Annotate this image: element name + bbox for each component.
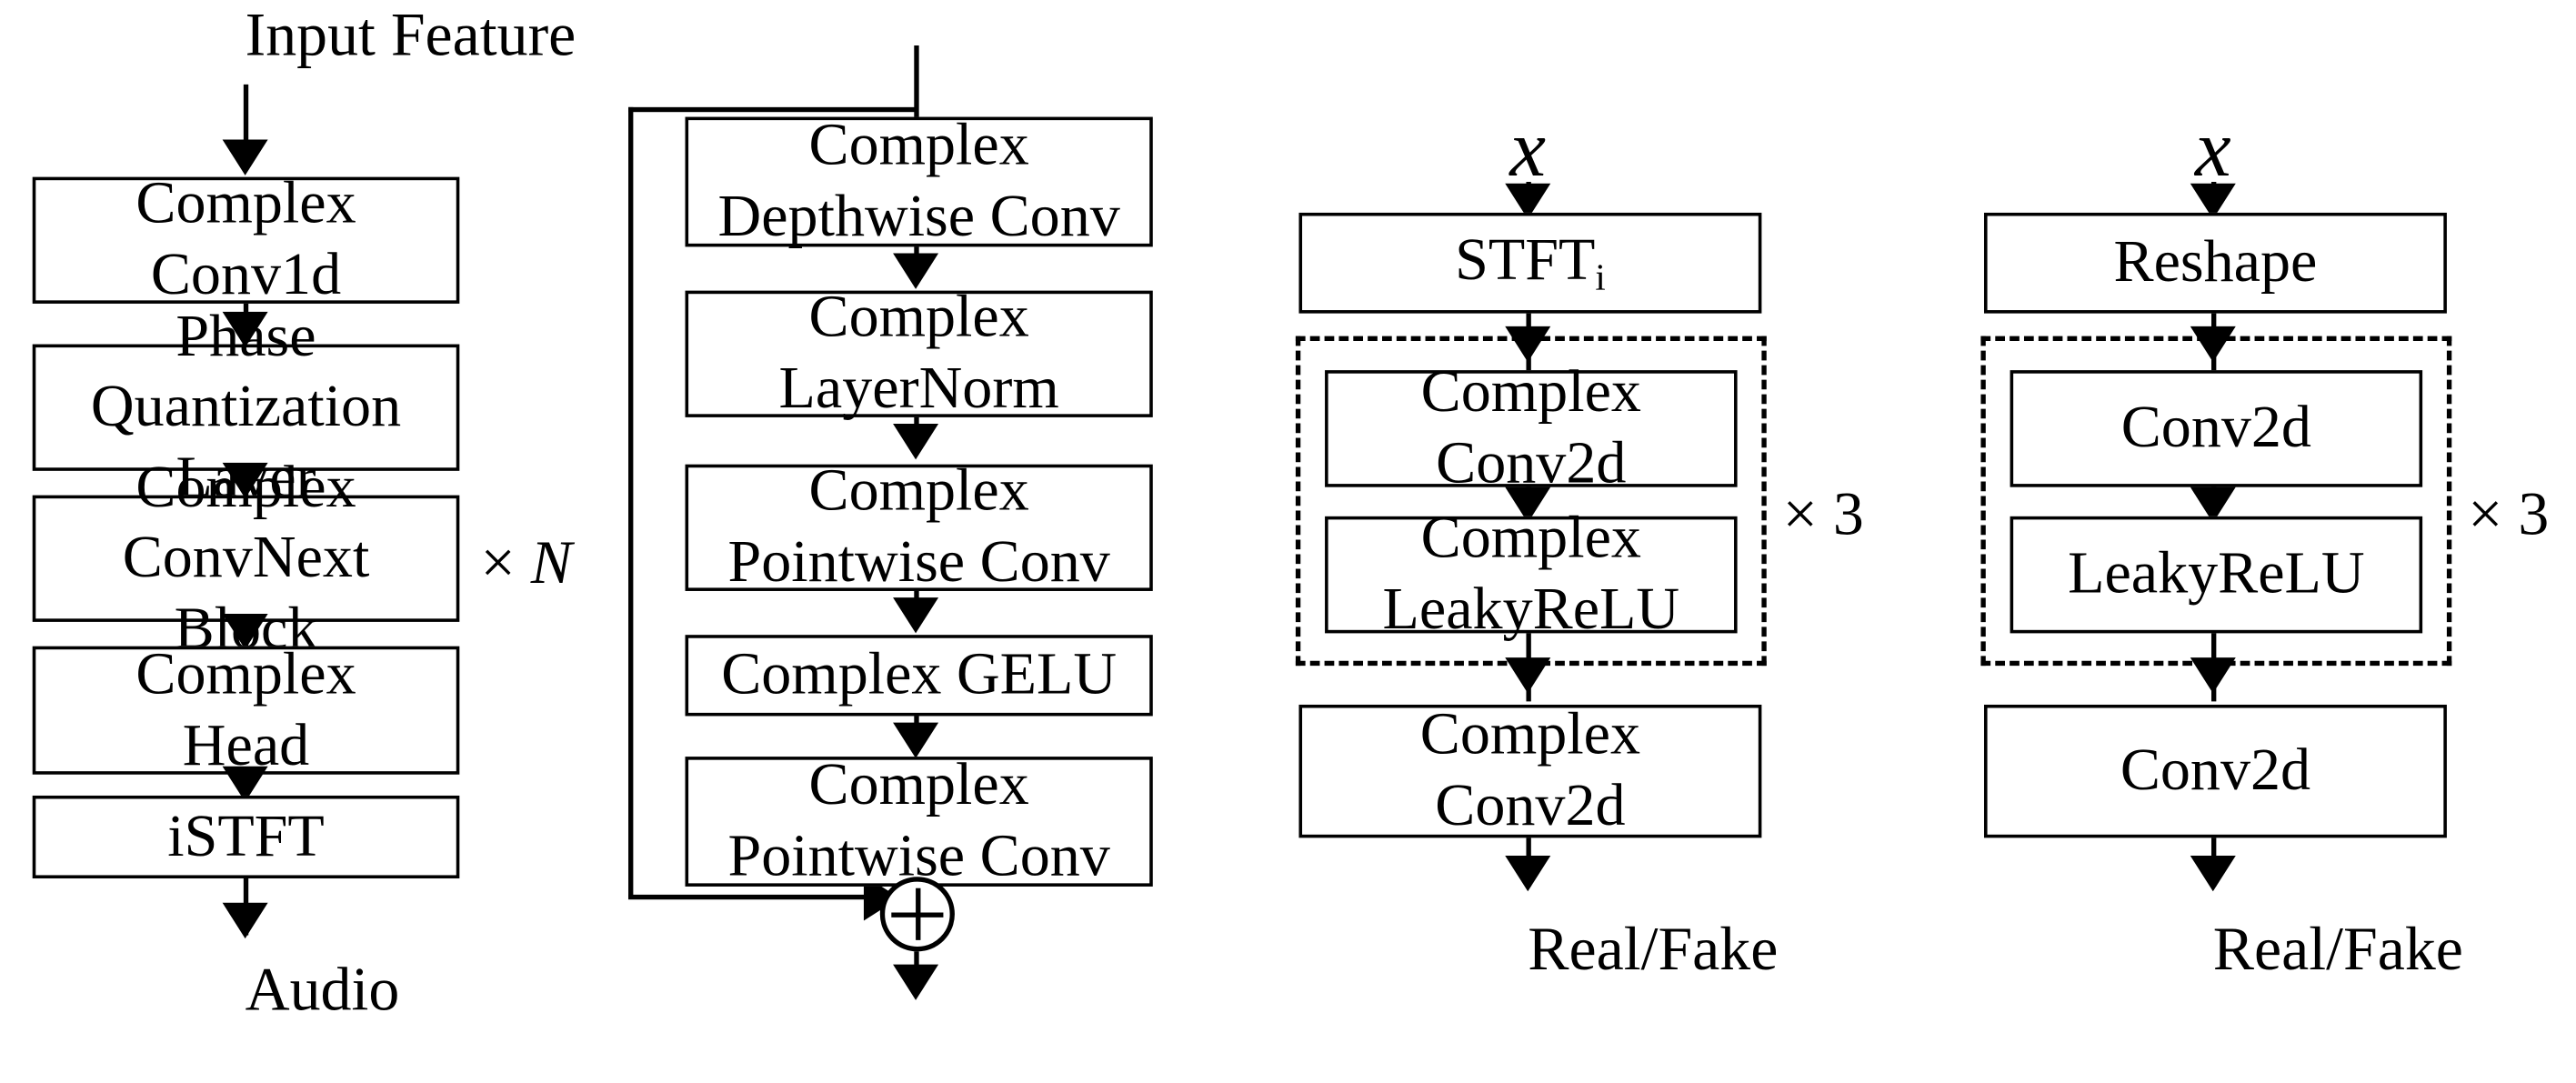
residual-bottom xyxy=(628,894,872,900)
block-line1: Conv2d xyxy=(2120,395,2311,462)
block-line1: Complex xyxy=(1420,359,1641,426)
block-stft[interactable]: STFTi xyxy=(1298,212,1762,314)
block-line1: Complex xyxy=(808,752,1029,819)
arrow-shaft xyxy=(243,84,249,146)
block-line1: Complex xyxy=(808,458,1029,526)
block-line1: STFT xyxy=(1455,227,1596,295)
block-leakyrelu-repeat[interactable]: LeakyReLU xyxy=(2010,516,2423,634)
cmrd-input-label: x xyxy=(1509,102,1547,194)
block-line1: Complex xyxy=(808,112,1029,180)
block-line1: Complex xyxy=(135,641,356,708)
block-line2: Conv2d xyxy=(1435,772,1626,840)
block-line1: Complex xyxy=(1420,505,1641,573)
arrow-head xyxy=(2190,856,2236,892)
arrow-head xyxy=(893,424,939,460)
arrow-head xyxy=(222,613,268,650)
repeat-label-n: × N xyxy=(481,527,573,599)
block-line2: Pointwise Conv xyxy=(727,529,1110,597)
block-line1: iSTFT xyxy=(167,803,325,870)
block-line1: LeakyReLU xyxy=(2068,540,2365,608)
arrow-head xyxy=(1505,856,1551,892)
residual-add-icon xyxy=(879,877,955,952)
block-line1: Conv2d xyxy=(2120,737,2311,805)
block-line1: Complex xyxy=(135,454,356,521)
arrow-head xyxy=(1505,657,1551,694)
block-line1: Complex GELU xyxy=(721,641,1118,708)
arrow-head xyxy=(222,902,268,939)
block-line2: Conv1d xyxy=(150,242,342,309)
block-conv2d-tail[interactable]: Conv2d xyxy=(1984,704,2447,838)
block-line1: Phase Quantization xyxy=(90,303,402,441)
block-line2: LeakyReLU xyxy=(1382,576,1680,644)
repeat-count: N xyxy=(530,529,573,598)
repeat-symbol: × xyxy=(480,529,531,598)
arrow-head xyxy=(222,462,268,499)
block-line2: Conv2d xyxy=(1436,430,1627,497)
residual-tee-top xyxy=(628,106,917,113)
arrow-head xyxy=(893,597,939,634)
residual-vertical xyxy=(628,106,634,898)
arrow-head xyxy=(222,139,268,175)
block-line2: LayerNorm xyxy=(778,356,1059,423)
block-line1: Complex xyxy=(135,171,356,238)
block-line2: Depthwise Conv xyxy=(717,183,1120,250)
block-subscript: i xyxy=(1595,257,1606,298)
arrow-head xyxy=(893,722,939,758)
block-reshape[interactable]: Reshape xyxy=(1984,212,2447,314)
block-line1: Complex xyxy=(1419,701,1641,769)
arrow-head xyxy=(1505,326,1551,363)
arrow-head xyxy=(893,964,939,1000)
block-line2: ConvNext Block xyxy=(122,525,370,663)
block-istft[interactable]: iSTFT xyxy=(32,795,460,879)
repeat-label-3: × 3 xyxy=(2468,480,2550,549)
block-complex-gelu[interactable]: Complex GELU xyxy=(685,635,1153,717)
repeat-label-3: × 3 xyxy=(1782,480,1864,549)
mpd-input-label: x xyxy=(2194,102,2231,194)
arrow-head xyxy=(2190,657,2236,694)
arrow-head xyxy=(2190,326,2236,363)
block-conv2d-repeat[interactable]: Conv2d xyxy=(2010,370,2423,487)
arrow-head xyxy=(893,253,939,289)
arrow-head xyxy=(222,311,268,348)
block-line1: Complex xyxy=(808,285,1029,352)
block-line1: Reshape xyxy=(2113,229,2318,296)
